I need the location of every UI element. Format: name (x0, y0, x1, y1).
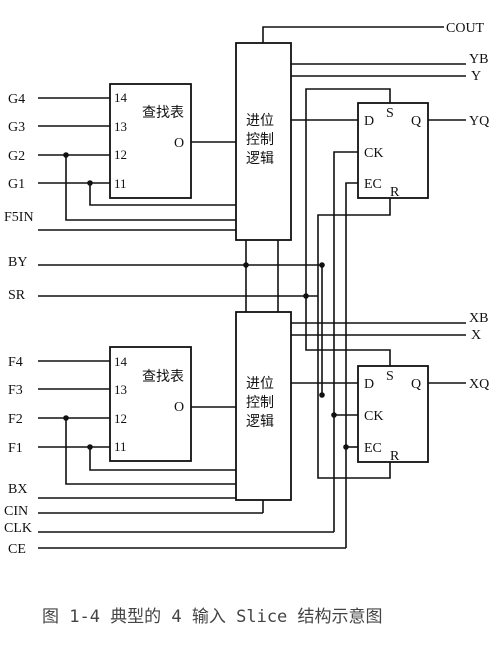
flip-flop-bottom: S D Q CK EC R (357, 365, 429, 464)
carry-top-line3: 逻辑 (246, 151, 274, 167)
label-f5in: F5IN (4, 210, 34, 225)
wires-bottom (38, 296, 466, 549)
label-yq: YQ (469, 114, 489, 129)
ff-bottom-d: D (364, 377, 374, 392)
label-f3: F3 (8, 383, 23, 398)
label-cout: COUT (446, 21, 485, 36)
label-g4: G4 (8, 92, 25, 107)
carry-logic-top: 进位 控制 逻辑 (235, 42, 292, 241)
lut-bottom-pin12: 12 (114, 411, 127, 426)
label-x: X (471, 328, 481, 343)
lut-bottom-title: 查找表 (142, 369, 184, 385)
ff-top-r: R (390, 185, 400, 200)
label-g1: G1 (8, 177, 25, 192)
carry-bottom-line2: 控制 (246, 395, 274, 411)
label-f2: F2 (8, 412, 23, 427)
lut-bottom-pin14: 14 (114, 354, 128, 369)
label-ce: CE (8, 542, 26, 557)
carry-bottom-line1: 进位 (246, 376, 274, 392)
ff-top-d: D (364, 114, 374, 129)
lut-top-out: O (174, 136, 184, 151)
carry-bottom-line3: 逻辑 (246, 414, 274, 430)
lut-top-title: 查找表 (142, 105, 184, 121)
label-xq: XQ (469, 377, 489, 392)
wires-top (38, 26, 466, 548)
ff-bottom-ec: EC (364, 441, 382, 456)
lut-top: 14 13 12 11 查找表 O (109, 83, 192, 199)
ff-bottom-r: R (390, 449, 400, 464)
junction-dots (63, 152, 349, 450)
label-bx: BX (8, 482, 27, 497)
lut-bottom-out: O (174, 400, 184, 415)
ff-bottom-ck: CK (364, 409, 383, 424)
ff-top-ck: CK (364, 146, 383, 161)
carry-top-line2: 控制 (246, 132, 274, 148)
label-xb: XB (469, 311, 488, 326)
label-f1: F1 (8, 441, 23, 456)
figure-caption: 图 1-4 典型的 4 输入 Slice 结构示意图 (42, 607, 383, 627)
label-f4: F4 (8, 355, 23, 370)
input-labels: G4 G3 G2 G1 F5IN BY SR F4 F3 F2 F1 BX CI… (4, 92, 34, 557)
lut-top-pin13: 13 (114, 119, 127, 134)
carry-logic-bottom: 进位 控制 逻辑 (235, 311, 292, 501)
ff-bottom-s: S (386, 369, 394, 384)
label-yb: YB (469, 52, 488, 67)
label-g2: G2 (8, 149, 25, 164)
output-labels: COUT YB Y YQ XB X XQ (446, 21, 489, 392)
ff-bottom-q: Q (411, 377, 421, 392)
label-cin: CIN (4, 504, 28, 519)
lut-top-pin11: 11 (114, 176, 127, 191)
label-clk: CLK (4, 521, 32, 536)
ff-top-ec: EC (364, 177, 382, 192)
label-by: BY (8, 255, 27, 270)
lut-top-pin12: 12 (114, 147, 127, 162)
lut-top-pin14: 14 (114, 90, 128, 105)
lut-bottom-pin11: 11 (114, 439, 127, 454)
label-g3: G3 (8, 120, 25, 135)
carry-top-line1: 进位 (246, 113, 274, 129)
flip-flop-top: S D Q CK EC R (357, 102, 429, 200)
ff-top-q: Q (411, 114, 421, 129)
label-y: Y (471, 69, 481, 84)
lut-bottom: 14 13 12 11 查找表 O (109, 346, 192, 462)
ff-top-s: S (386, 106, 394, 121)
label-sr: SR (8, 288, 26, 303)
lut-bottom-pin13: 13 (114, 382, 127, 397)
